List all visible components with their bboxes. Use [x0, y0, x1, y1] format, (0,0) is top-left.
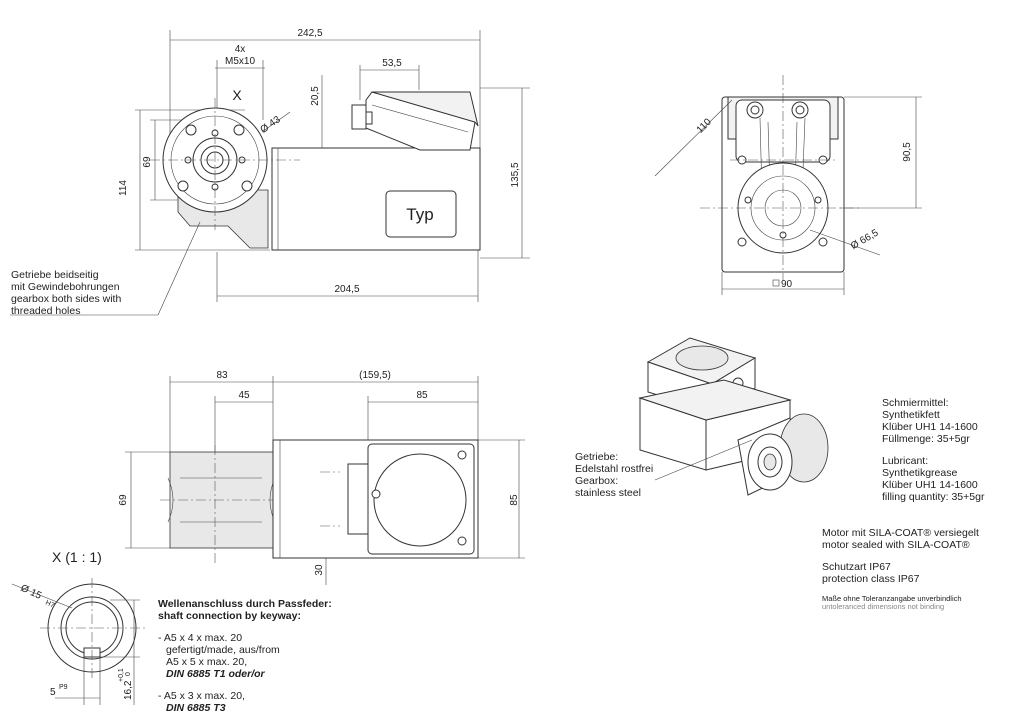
svg-text:motor sealed with SILA-COAT®: motor sealed with SILA-COAT®: [822, 539, 970, 551]
dim-holes-thread: M5x10: [225, 56, 255, 67]
protection-note: Schutzart IP67 protection class IP67: [822, 561, 920, 585]
dim-terminal-box-offset: 20,5: [310, 86, 321, 106]
svg-text:Synthetikgrease: Synthetikgrease: [882, 467, 957, 479]
detail-title: X (1 : 1): [52, 549, 102, 565]
detail-key-tol: P9: [59, 684, 68, 691]
svg-text:- A5 x 4 x max. 20: - A5 x 4 x max. 20: [158, 632, 242, 644]
dim-top-159-5: (159,5): [359, 370, 391, 381]
detail-key: 5: [50, 687, 56, 698]
svg-text:Füllmenge: 35+5gr: Füllmenge: 35+5gr: [882, 433, 970, 445]
dim-square-90: 90: [781, 279, 793, 290]
detail-x-view: [11, 578, 145, 705]
svg-text:Edelstahl rostfrei: Edelstahl rostfrei: [575, 463, 653, 475]
detail-depth-tol-top: +0,1: [118, 668, 125, 682]
type-plate: Typ: [406, 205, 433, 224]
top-view: [125, 376, 525, 585]
dim-side-height: 90,5: [902, 142, 913, 162]
svg-text:Motor mit SILA-COAT® versiegel: Motor mit SILA-COAT® versiegelt: [822, 527, 979, 539]
svg-text:stainless steel: stainless steel: [575, 487, 641, 499]
dim-flange-114: 114: [118, 180, 129, 196]
shaft-connection-note: Wellenanschluss durch Passfeder: shaft c…: [158, 598, 332, 714]
dim-top-45: 45: [238, 390, 250, 401]
gearbox-material-note: Getriebe: Edelstahl rostfrei Gearbox: st…: [575, 451, 653, 499]
svg-text:Synthetikfett: Synthetikfett: [882, 409, 940, 421]
svg-text:protection class IP67: protection class IP67: [822, 573, 920, 585]
svg-text:untoleranced dimensions not bi: untoleranced dimensions not binding: [822, 602, 944, 611]
svg-text:- A5 x 3 x max. 20,: - A5 x 3 x max. 20,: [158, 690, 245, 702]
dim-total-height: 135,5: [510, 162, 521, 187]
svg-text:Maße ohne Toleranzangabe unver: Maße ohne Toleranzangabe unverbindlich: [822, 594, 962, 603]
gearbox-note: Getriebe beidseitig mit Gewindebohrungen…: [11, 269, 121, 317]
dim-top-83: 83: [216, 370, 228, 381]
dim-diagonal-110: 110: [695, 116, 714, 135]
dim-flange-69: 69: [142, 156, 153, 168]
svg-text:filling quantity: 35+5gr: filling quantity: 35+5gr: [882, 491, 985, 503]
svg-text:Getriebe:: Getriebe:: [575, 451, 618, 463]
dim-bolt-circle: Ø 43: [259, 114, 283, 136]
svg-text:mit Gewindebohrungen: mit Gewindebohrungen: [11, 281, 120, 293]
dim-top-right-85: 85: [509, 494, 520, 506]
svg-text:Schutzart IP67: Schutzart IP67: [822, 561, 891, 573]
side-view: [654, 75, 922, 295]
isometric-view: [638, 337, 829, 496]
svg-text:threaded holes: threaded holes: [11, 305, 80, 317]
dim-top-30: 30: [314, 564, 325, 576]
svg-text:Wellenanschluss durch Passfede: Wellenanschluss durch Passfeder:: [158, 598, 332, 610]
dim-motor-length: 204,5: [334, 284, 359, 295]
detail-marker: X: [232, 87, 242, 103]
detail-bore: Ø 15: [19, 583, 44, 602]
svg-text:Gearbox:: Gearbox:: [575, 475, 618, 487]
lubricant-note: Schmiermittel: Synthetikfett Klüber UH1 …: [882, 397, 985, 503]
dim-top-left-69: 69: [118, 494, 129, 506]
tolerance-note: Maße ohne Toleranzangabe unverbindlich u…: [822, 594, 962, 611]
svg-text:gefertigt/made, aus/from: gefertigt/made, aus/from: [166, 644, 280, 656]
dim-shaft-bore: Ø 66,5: [849, 227, 881, 252]
svg-text:DIN 6885 T3: DIN 6885 T3: [166, 702, 226, 714]
coating-note: Motor mit SILA-COAT® versiegelt motor se…: [822, 527, 979, 551]
detail-depth-tol-bottom: 0: [125, 672, 132, 676]
dim-top-85: 85: [416, 390, 428, 401]
dim-holes-count: 4x: [235, 44, 246, 55]
detail-depth: 16,2: [123, 680, 134, 700]
dim-overall-length: 242,5: [297, 28, 322, 39]
dim-terminal-box-width: 53,5: [382, 58, 402, 69]
front-view: [10, 30, 530, 316]
svg-text:Getriebe beidseitig: Getriebe beidseitig: [11, 269, 99, 281]
svg-text:Klüber UH1 14-1600: Klüber UH1 14-1600: [882, 421, 978, 433]
detail-bore-tol: H7: [44, 599, 55, 609]
svg-text:shaft connection by keyway:: shaft connection by keyway:: [158, 610, 301, 622]
svg-text:Schmiermittel:: Schmiermittel:: [882, 397, 949, 409]
svg-text:gearbox both sides with: gearbox both sides with: [11, 293, 121, 305]
svg-text:DIN 6885 T1 oder/or: DIN 6885 T1 oder/or: [166, 668, 266, 680]
svg-text:A5 x 5 x max. 20,: A5 x 5 x max. 20,: [166, 656, 247, 668]
svg-text:Klüber UH1 14-1600: Klüber UH1 14-1600: [882, 479, 978, 491]
svg-text:Lubricant:: Lubricant:: [882, 455, 928, 467]
